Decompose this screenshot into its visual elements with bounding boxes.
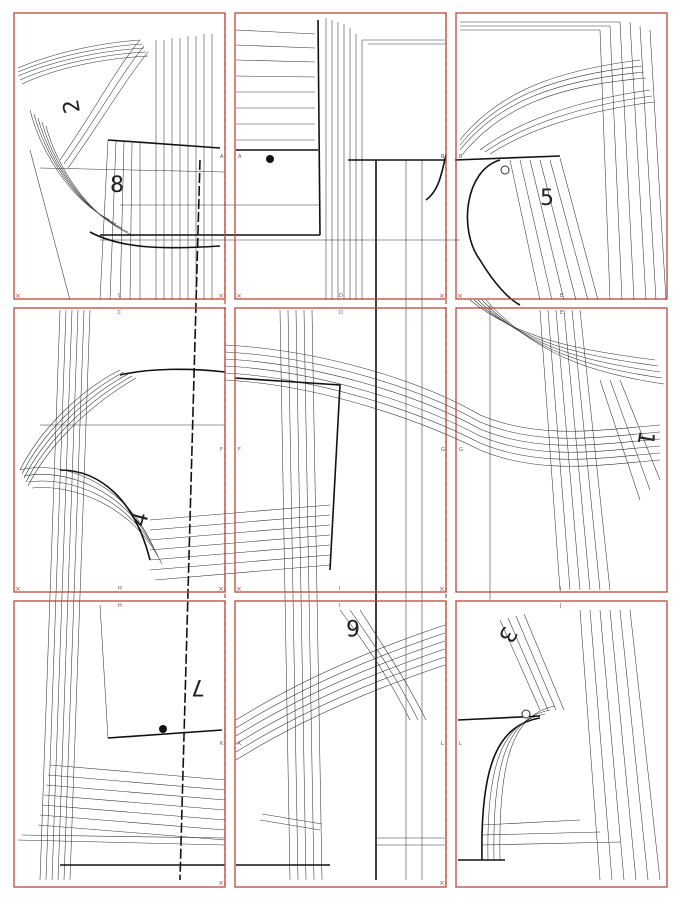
- top-middle-piece: [235, 18, 447, 880]
- tile-letter: F: [220, 447, 223, 453]
- tile-letter: E: [560, 293, 563, 299]
- cross-mark: ×: [15, 585, 21, 593]
- placement-dot: [266, 155, 274, 163]
- cross-mark: ×: [457, 292, 463, 300]
- piece-number-3: 3: [493, 622, 522, 647]
- piece-number-6: 6: [346, 614, 360, 639]
- placement-circle: [521, 709, 531, 719]
- tile-letter: L: [459, 741, 462, 747]
- piece-5-outline: [454, 21, 667, 306]
- tile-letter: G: [459, 447, 463, 453]
- tile-letter: J: [559, 586, 561, 592]
- tile-frame-2: [234, 12, 447, 300]
- tile-letter: C: [118, 293, 122, 299]
- placement-circle: [500, 165, 510, 175]
- tile-frame-5: [234, 307, 447, 593]
- cross-mark: ×: [218, 292, 224, 300]
- cross-mark: ×: [15, 292, 21, 300]
- tile-frame-6: [455, 307, 668, 593]
- cross-mark: ×: [218, 585, 224, 593]
- piece-6-outline: [235, 609, 446, 866]
- piece-number-5: 5: [540, 186, 554, 211]
- piece-number-7: 7: [191, 674, 205, 699]
- tile-letter: D: [339, 293, 343, 299]
- tile-letter: E: [560, 310, 563, 316]
- tile-letter: A: [220, 154, 224, 160]
- tile-letter: I: [339, 586, 340, 592]
- tile-letter: C: [118, 310, 122, 316]
- tile-letter: I: [339, 603, 340, 609]
- piece-number-2: 2: [59, 97, 86, 115]
- cross-mark: ×: [218, 879, 224, 887]
- tile-frame-4: [13, 307, 226, 593]
- piece-4-outline: [19, 309, 331, 881]
- piece-8-outline: [39, 34, 460, 881]
- tile-letter: K: [238, 741, 242, 747]
- tile-letter: D: [339, 310, 343, 316]
- placement-dot: [159, 725, 167, 733]
- tile-frames: [13, 12, 668, 888]
- piece-number-4: 4: [127, 510, 155, 530]
- cross-mark: ×: [439, 585, 445, 593]
- tile-letters: A A B B C C D D E E F F G G H H I I J J …: [118, 154, 563, 747]
- tile-letter: A: [238, 154, 242, 160]
- cross-mark: ×: [236, 292, 242, 300]
- piece-7-outline: [17, 604, 226, 866]
- tile-frame-9: [455, 600, 668, 888]
- tile-letter: L: [441, 741, 444, 747]
- cross-marks: × × × × × × × × × × ×: [15, 292, 463, 887]
- tile-letter: B: [459, 154, 463, 160]
- tile-letter: G: [441, 447, 445, 453]
- piece-3-outline: [457, 609, 661, 881]
- tile-frame-3: [455, 12, 668, 300]
- piece-2-outline: [17, 39, 149, 301]
- piece-number-8: 8: [110, 173, 124, 198]
- tile-letter: H: [118, 603, 122, 609]
- tile-letter: K: [220, 741, 224, 747]
- tile-letter: B: [441, 154, 445, 160]
- cross-mark: ×: [439, 292, 445, 300]
- piece-number-1: 1: [632, 429, 659, 447]
- tile-letter: F: [238, 447, 241, 453]
- tile-letter: J: [559, 603, 561, 609]
- tile-frame-1: [13, 12, 226, 300]
- cross-mark: ×: [439, 879, 445, 887]
- tile-letter: H: [118, 586, 122, 592]
- cross-mark: ×: [236, 585, 242, 593]
- piece-numbers: 2 8 5 1 4 6 7 3: [59, 97, 659, 699]
- pattern-lines: [17, 18, 667, 881]
- piece-1-band: [224, 299, 665, 881]
